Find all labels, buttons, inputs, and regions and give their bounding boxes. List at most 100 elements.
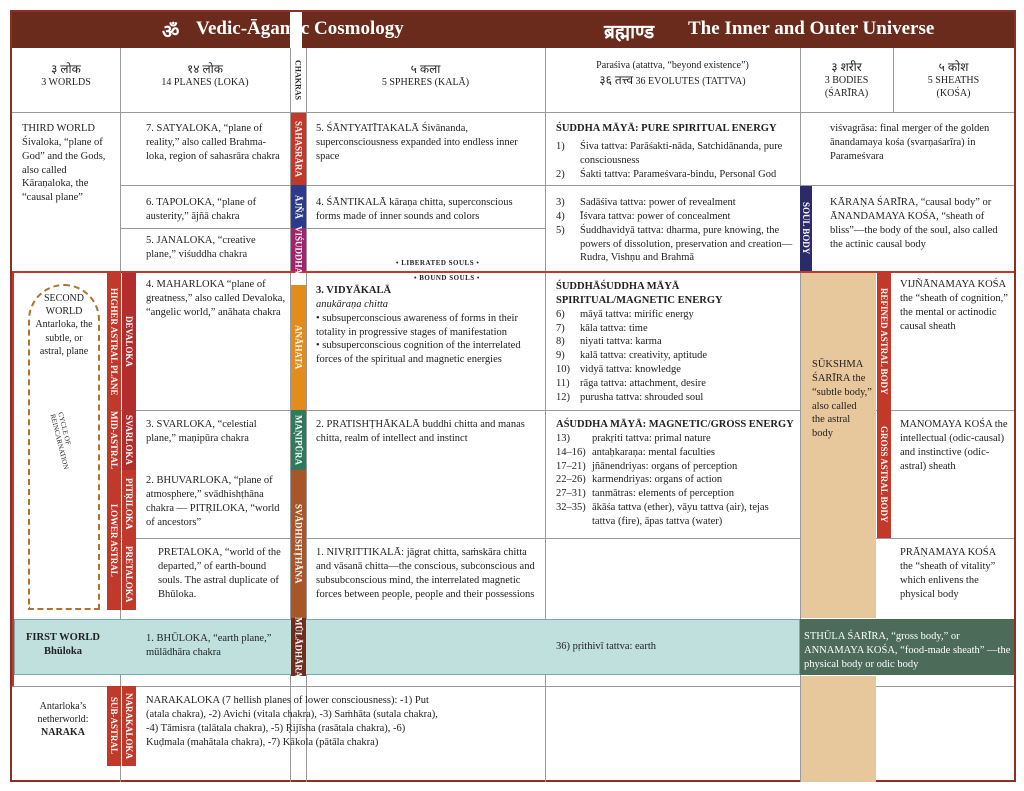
plane-pretaloka: PRETALOKA, “world of the departed,” of e…	[158, 547, 281, 600]
chakra-sahasrara: SAHASRĀRA	[291, 113, 306, 185]
divider-evolutes	[800, 48, 801, 782]
label-devaloka: DEVALOKA	[122, 273, 136, 410]
sphere-5: 5. ŚĀNTYATĪTAKALĀ Śivānanda, superconsci…	[316, 123, 518, 162]
tattva-item: 4)Īśvara tattva: power of concealment	[556, 210, 731, 222]
bhuloka-band	[14, 619, 800, 675]
evolutes-gross: AŚUDDHA MĀYĀ: MAGNETIC/GROSS ENERGY 13)p…	[556, 419, 794, 528]
divider-chakras	[306, 48, 307, 782]
label-pitriloka: PITṚILOKA	[122, 470, 136, 538]
tattva-item: 9)kalā tattva: creativity, aptitude	[556, 350, 708, 362]
chakra-vishuddha: VIŚUDDHA	[291, 226, 306, 274]
plane-satyaloka: 7. SATYALOKA, “plane of reality,” also c…	[146, 123, 280, 162]
header-bodies: ३ शरीर 3 BODIES (ŚARĪRA)	[824, 60, 869, 99]
sthula-sarira: STHŪLA ŚARĪRA, “gross body,” or ANNAMAYA…	[804, 631, 1011, 670]
subtle-body-band-lower	[801, 676, 876, 782]
label-pretaloka: PRETALOKA	[122, 538, 136, 610]
title-separator	[290, 12, 302, 48]
divider-planes	[290, 48, 291, 782]
plane-bhuloka: 1. BHŪLOKA, “earth plane,” mūlādhāra cha…	[146, 633, 272, 658]
label-higher-astral: HIGHER ASTRAL PLANE	[107, 273, 121, 410]
gross-body-band	[800, 619, 1014, 675]
label-mid-astral: MID-ASTRAL	[107, 410, 121, 470]
label-gross-astral: GROSS ASTRAL BODY	[877, 410, 891, 538]
tattva-item: 1)Śiva tattva: Parāśakti-nāda, Satchidān…	[556, 140, 783, 166]
chakra-svadhishthana: SVĀDHISHṬHĀNA	[291, 470, 306, 618]
tattva-item: 3)Sadāśiva tattva: power of revealment	[556, 197, 736, 208]
sphere-4: 4. ŚĀNTIKALĀ kāraṇa chitta, superconscio…	[316, 197, 513, 222]
reincarnation-loop	[28, 284, 100, 610]
chart-frame	[10, 10, 1016, 782]
tattva-item: 22–26)karmendriyas: organs of action	[556, 474, 723, 486]
row-rule-5	[12, 686, 1014, 687]
karana-sarira: KĀRAṆA ŚARĪRA, “causal body” or ĀNANDAMA…	[830, 197, 998, 250]
tattva-item: 14–16)antaḥkaraṇa: mental faculties	[556, 446, 716, 458]
sphere-1: 1. NIVṚITTIKALĀ: jāgrat chitta, saṁskāra…	[316, 547, 535, 600]
tattva-item: 5)Śuddhavidyā tattva: dharma, pure knowi…	[556, 224, 793, 264]
header-chakras: CHAKRAS	[293, 59, 303, 100]
divider-bodies-head	[893, 48, 894, 112]
tattva-item: 13)prakṛiti tattva: primal nature	[556, 432, 711, 444]
label-narakaloka: NARAKALOKA	[122, 686, 136, 766]
tattva-item: 8)niyati tattva: karma	[556, 336, 662, 348]
bound-souls: • BOUND SOULS •	[414, 274, 480, 282]
sphere-3: 3. VIDYĀKALĀ anukāraṇa chitta • subsuper…	[316, 285, 521, 366]
label-lower-astral: LOWER ASTRAL	[107, 470, 121, 610]
tattva-item: 11)rāga tattva: attachment, desire	[556, 378, 706, 390]
row-rule-1	[120, 185, 1014, 186]
header-planes: १४ लोक 14 PLANES (LOKA)	[161, 62, 249, 88]
header-evolutes: Paraśiva (atattva, “beyond existence”) ३…	[596, 60, 749, 87]
title-bar: ॐ Vedic-Āgamic Cosmology ब्रह्माण्ड The …	[12, 12, 1014, 48]
sphere-2: 2. PRATISHṬHĀKALĀ buddhi chitta and mana…	[316, 419, 525, 444]
tattva-item: 27–31)tanmātras: elements of perception	[556, 488, 734, 500]
evolutes-pure-2: 3)Sadāśiva tattva: power of revealment 4…	[556, 196, 794, 265]
evolute-earth: 36) pṛithivī tattva: earth	[556, 641, 657, 652]
row-rule-2	[120, 228, 545, 229]
sukshma-sarira: SŪKSHMA ŚARĪRA the “subtle body,” also c…	[812, 359, 872, 440]
tattva-item: 12)purusha tattva: shrouded soul	[556, 391, 704, 403]
label-sub-astral: SUB-ASTRAL	[107, 686, 121, 766]
row-rule-3	[120, 410, 1014, 411]
tattva-item: 2)Śakti tattva: Parameśvara-bindu, Perso…	[556, 168, 777, 180]
antarloka-left-rule	[12, 271, 14, 686]
tattva-item: 17–21)jñānendriyas: organs of perception	[556, 460, 738, 472]
tattva-item: 10)vidyā tattva: knowledge	[556, 364, 681, 376]
evolutes-pure: ŚUDDHA MĀYĀ: PURE SPIRITUAL ENERGY 1)Śiv…	[556, 122, 794, 181]
third-world: THIRD WORLD Śivaloka, “plane of God” and…	[22, 123, 106, 204]
plane-tapoloka: 6. TAPOLOKA, “plane of austerity,” ājñā …	[146, 197, 257, 222]
pranamaya-kosa: PRĀṆAMAYA KOŚA the “sheath of vitality” …	[900, 547, 996, 600]
tattva-item: 32–35)ākāśa tattva (ether), vāyu tattva …	[556, 502, 769, 528]
liberated-souls: • LIBERATED SOULS •	[396, 259, 480, 267]
vijnanamaya-kosa: VIJÑĀNAMAYA KOŚA the “sheath of cognitio…	[900, 279, 1008, 332]
subtle-body-band	[801, 273, 876, 618]
label-refined-astral: REFINED ASTRAL BODY	[877, 273, 891, 410]
header-sheaths: ५ कोश 5 SHEATHS (KOŚA)	[927, 60, 980, 99]
visvagrasa: viśvagrāsa: final merger of the golden ā…	[830, 123, 990, 162]
header-worlds: ३ लोक 3 WORLDS	[41, 62, 91, 88]
nether-world: Antarloka’s netherworld: NARAKA	[37, 701, 89, 739]
plane-narakaloka: NARAKALOKA (7 hellish planes of lower co…	[146, 695, 438, 748]
chakra-ajna: ĀJÑĀ	[291, 185, 306, 228]
row-rule-4	[120, 538, 1014, 539]
devanagari-title: ब्रह्माण्ड	[604, 22, 655, 43]
plane-janaloka: 5. JANALOKA, “creative plane,” viśuddha …	[146, 235, 256, 260]
divider-spheres	[545, 48, 546, 782]
first-world: FIRST WORLD Bhūloka	[25, 632, 100, 657]
cycle-label: CYCLE OF REINCARNATION	[48, 411, 73, 471]
header-rule	[12, 112, 1014, 113]
antarloka-top-rule	[12, 271, 1014, 273]
plane-svarloka: 3. SVARLOKA, “celestial plane,” maṇipūra…	[146, 419, 257, 444]
chakra-manipura: MAṆIPŪRA	[291, 410, 306, 470]
plane-bhuvarloka: 2. BHUVARLOKA, “plane of atmosphere,” sv…	[146, 475, 280, 528]
tattva-item: 7)kāla tattva: time	[556, 322, 648, 334]
om-symbol: ॐ	[162, 22, 180, 43]
header-spheres: ५ कला 5 SPHERES (KALĀ)	[381, 62, 470, 88]
right-title: The Inner and Outer Universe	[688, 18, 935, 39]
plane-maharloka: 4. MAHARLOKA “plane of greatness,” also …	[146, 279, 286, 318]
label-svarloka: SVARLOKA	[122, 410, 136, 470]
label-soul-body: SOUL BODY	[800, 186, 812, 271]
chakra-muladhara: MŪLĀDHĀRA	[291, 617, 306, 677]
evolutes-magnetic: ŚUDDHĀŚUDDHA MĀYĀ SPIRITUAL/MAGNETIC ENE…	[556, 280, 794, 405]
manomaya-kosa: MANOMAYA KOŚA the intellectual (odic-cau…	[900, 419, 1008, 472]
chakra-anahata: ANĀHATA	[291, 285, 306, 410]
tattva-item: 6)māyā tattva: mirific energy	[556, 308, 694, 320]
